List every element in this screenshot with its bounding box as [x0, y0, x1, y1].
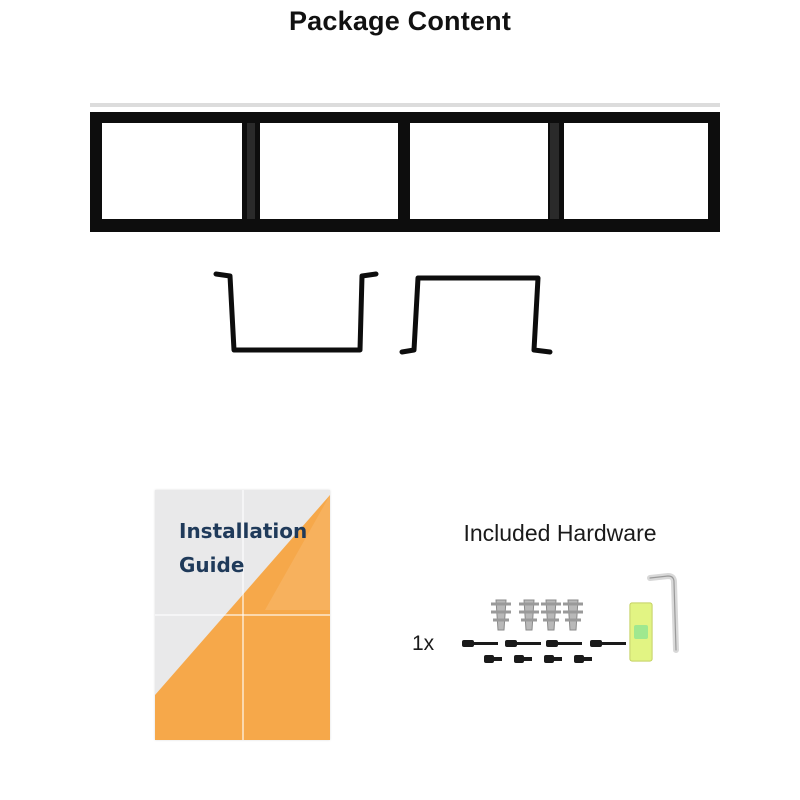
guide-title: Installation Guide: [179, 519, 308, 577]
page-title: Package Content: [288, 6, 512, 36]
screw-icon: [462, 640, 626, 647]
short-screw-icon: [484, 655, 592, 663]
hardware-quantity: 1x: [412, 632, 435, 655]
hardware-title: Included Hardware: [463, 520, 657, 546]
four-cube-shelf-frame-icon: [90, 103, 720, 232]
installation-guide: Installation Guide: [155, 490, 330, 740]
hex-key-icon: [647, 572, 679, 653]
bubble-level-icon: [629, 602, 653, 662]
wall-anchor-icon: [491, 599, 583, 631]
u-bracket-icon: [213, 271, 553, 355]
folded-guide-icon: [155, 490, 330, 740]
